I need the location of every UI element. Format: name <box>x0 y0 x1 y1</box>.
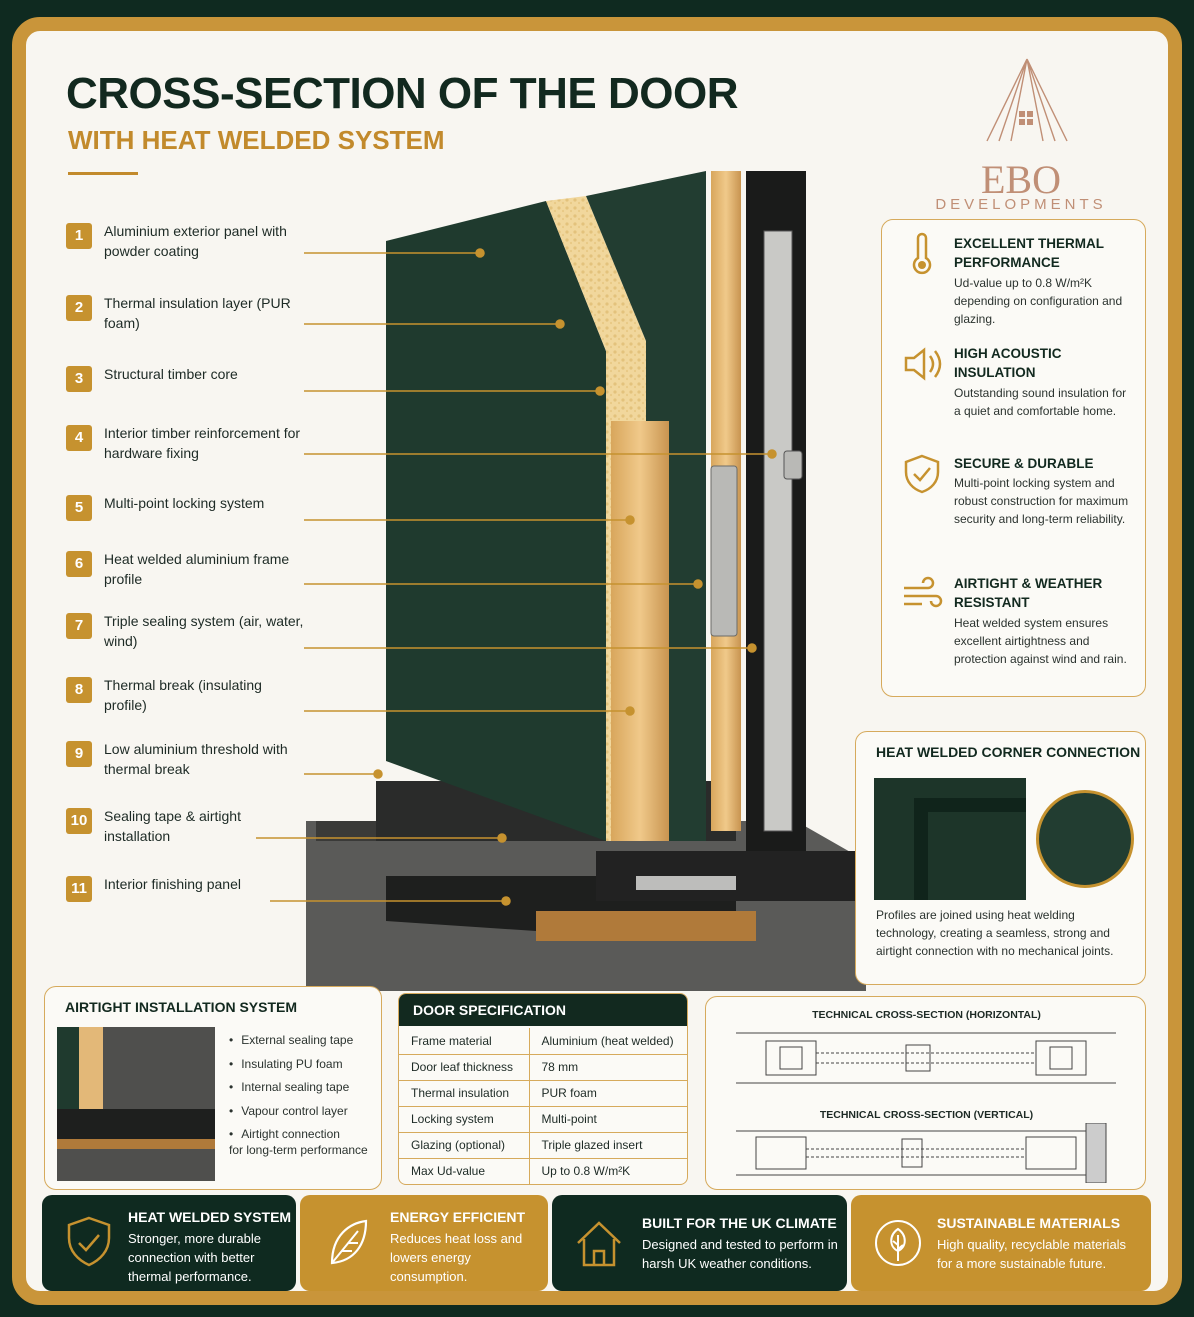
house-logo-icon <box>986 58 1068 142</box>
corner-desc: Profiles are joined using heat welding t… <box>876 908 1114 958</box>
bottom-title-uk-climate: BUILT FOR THE UK CLIMATE <box>642 1215 837 1231</box>
airtight-title: AIRTIGHT INSTALLATION SYSTEM <box>65 999 298 1015</box>
corner-detail-circle <box>1036 790 1134 888</box>
bottom-card-uk-climate: BUILT FOR THE UK CLIMATE Designed and te… <box>552 1195 847 1291</box>
corner-title: HEAT WELDED CORNER CONNECTION <box>876 744 1141 760</box>
page-subtitle: WITH HEAT WELDED SYSTEM <box>68 125 445 155</box>
airtight-bullets: External sealing tape Insulating PU foam… <box>229 1029 353 1147</box>
airtight-item: Internal sealing tape <box>229 1076 353 1100</box>
title-underline <box>68 172 138 175</box>
feature-title-thermal: EXCELLENT THERMAL PERFORMANCE <box>954 236 1104 270</box>
airtight-item: External sealing tape <box>229 1029 353 1053</box>
airtight-installation-panel: AIRTIGHT INSTALLATION SYSTEM External se… <box>44 986 382 1190</box>
feature-desc-thermal: Ud-value up to 0.8 W/m²K depending on co… <box>954 276 1123 326</box>
bottom-card-heat-welded: HEAT WELDED SYSTEM Stronger, more durabl… <box>42 1195 296 1291</box>
airtight-item: Insulating PU foam <box>229 1053 353 1077</box>
logo-subtitle: DEVELOPMENTS <box>935 196 1107 213</box>
feature-title-airtight: AIRTIGHT & WEATHER RESISTANT <box>954 576 1103 610</box>
bottom-title-heat-welded: HEAT WELDED SYSTEM <box>128 1209 292 1225</box>
horizontal-section-drawing <box>736 1032 1116 1084</box>
feature-desc-secure: Multi-point locking system and robust co… <box>954 476 1129 526</box>
leader-lines <box>256 248 777 906</box>
corner-photo <box>874 778 1026 900</box>
airtight-item: Airtight connection <box>229 1123 353 1147</box>
bottom-title-energy: ENERGY EFFICIENT <box>390 1209 526 1225</box>
bottom-card-sustainable: SUSTAINABLE MATERIALS High quality, recy… <box>851 1195 1151 1291</box>
page-title: CROSS-SECTION OF THE DOOR <box>66 69 738 118</box>
vertical-section-drawing <box>736 1123 1107 1183</box>
bottom-desc-sustainable: High quality, recyclable materials for a… <box>937 1237 1127 1271</box>
bottom-card-energy: ENERGY EFFICIENT Reduces heat loss and l… <box>300 1195 548 1291</box>
airtight-note: for long-term performance <box>229 1143 368 1157</box>
house-icon <box>577 1221 621 1267</box>
features-panel: EXCELLENT THERMAL PERFORMANCE Ud-value u… <box>881 219 1146 697</box>
timber-core <box>611 421 669 841</box>
airtight-photo <box>57 1027 215 1181</box>
technical-horizontal-title: TECHNICAL CROSS-SECTION (HORIZONTAL) <box>812 1009 1041 1021</box>
lock-bolt <box>783 450 803 480</box>
locking-bar <box>763 230 793 832</box>
feature-desc-acoustic: Outstanding sound insulation for a quiet… <box>954 386 1127 418</box>
spec-header <box>399 994 687 1026</box>
feature-desc-airtight: Heat welded system ensures excellent air… <box>954 616 1127 666</box>
technical-vertical-title: TECHNICAL CROSS-SECTION (VERTICAL) <box>819 1109 1034 1121</box>
logo-name: EBO <box>981 157 1061 202</box>
shield-check-icon <box>904 454 940 494</box>
airtight-item: Vapour control layer <box>229 1100 353 1124</box>
wind-icon <box>904 576 943 608</box>
bottom-desc-heat-welded: Stronger, more durable connection with b… <box>128 1231 261 1284</box>
shield-check-icon <box>67 1216 111 1267</box>
table-row: Glazing (optional)Triple glazed insert <box>399 1132 687 1159</box>
corner-connection-panel: HEAT WELDED CORNER CONNECTION Profiles a… <box>855 731 1146 985</box>
lock-plate <box>710 465 738 637</box>
feature-title-acoustic: HIGH ACOUSTIC INSULATION <box>954 346 1062 380</box>
door-cross-section-illustration <box>256 171 866 991</box>
infographic-frame: CROSS-SECTION OF THE DOOR WITH HEAT WELD… <box>12 17 1182 1305</box>
speaker-icon <box>904 347 942 381</box>
bottom-desc-uk-climate: Designed and tested to perform in harsh … <box>642 1237 838 1271</box>
feature-title-secure: SECURE & DURABLE <box>954 456 1094 471</box>
technical-cross-section-panel: TECHNICAL CROSS-SECTION (HORIZONTAL) TEC… <box>705 996 1146 1190</box>
thermometer-icon <box>912 232 932 275</box>
bottom-desc-energy: Reduces heat loss and lowers energy cons… <box>390 1231 523 1284</box>
leaf-icon <box>330 1219 368 1265</box>
exterior-panel <box>386 201 606 841</box>
bottom-title-sustainable: SUSTAINABLE MATERIALS <box>937 1215 1121 1231</box>
tree-icon <box>875 1220 921 1266</box>
spec-title: DOOR SPECIFICATION <box>413 1002 566 1018</box>
